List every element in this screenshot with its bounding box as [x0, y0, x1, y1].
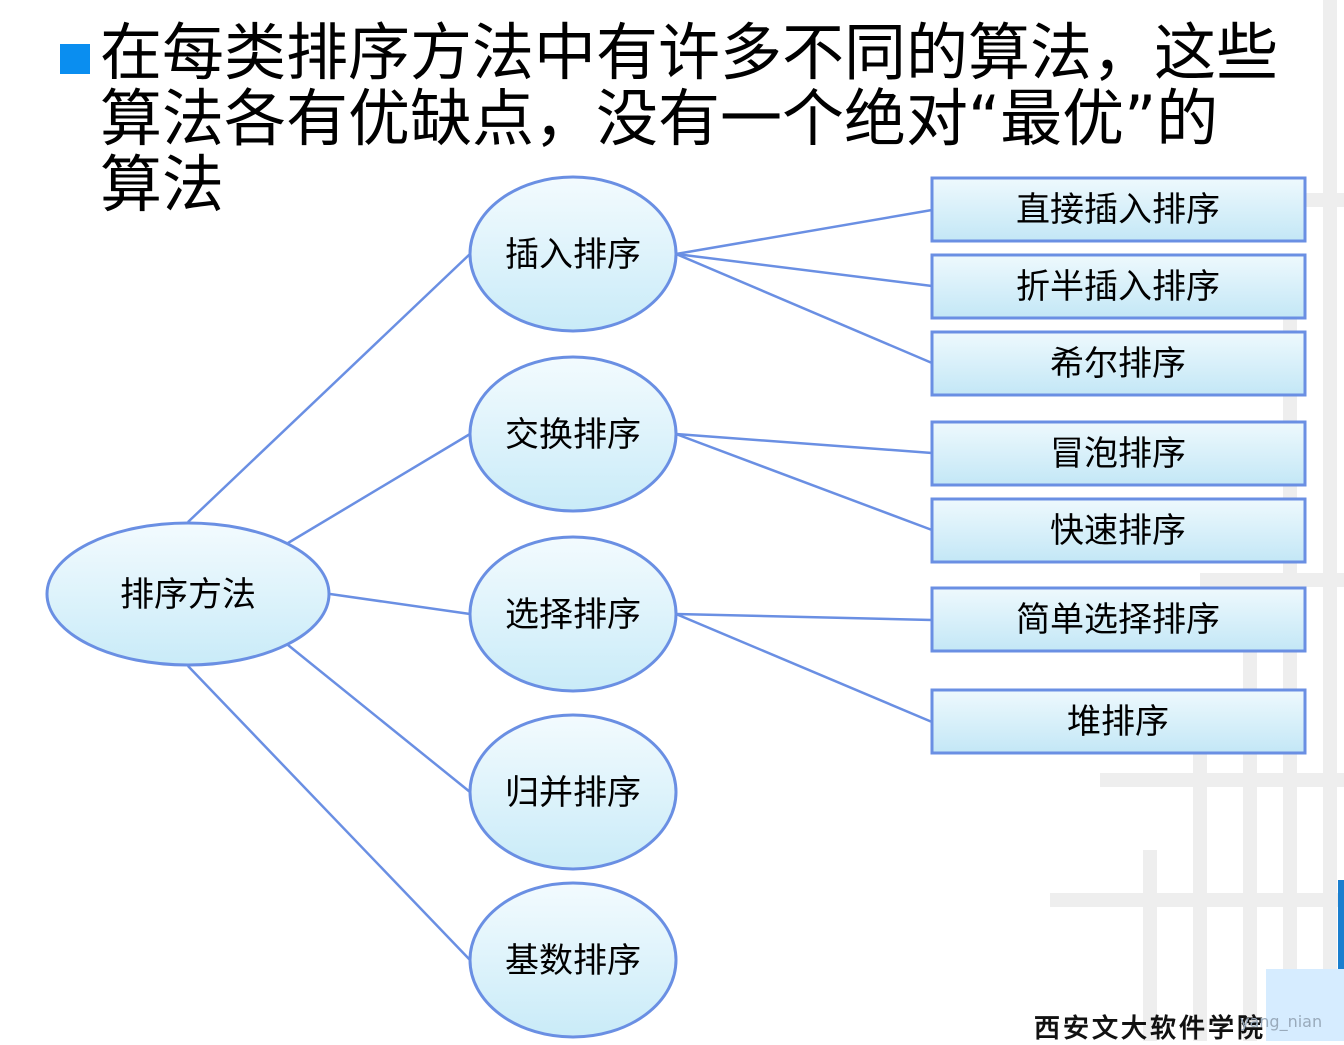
- edge-exchange-quick: [675, 432, 933, 532]
- category-label: 选择排序: [505, 595, 641, 635]
- leaf-box-binary-insertion: 折半插入排序: [930, 253, 1307, 320]
- edge-selection-simple: [675, 612, 933, 622]
- heading-line-2: 算法各有优缺点，没有一个绝对“最优”的: [100, 82, 1219, 155]
- institution-logo-text: 西安文大软件学院: [1034, 1014, 1267, 1044]
- category-node-radix: 基数排序: [468, 881, 678, 1039]
- category-node-merge: 归并排序: [468, 713, 678, 871]
- leaf-box-heap: 堆排序: [930, 688, 1307, 755]
- edge-insertion-shell: [675, 252, 933, 365]
- edge-root-radix: [187, 665, 471, 961]
- heading-line-3: 算法: [100, 148, 225, 221]
- edge-insertion-binary: [675, 252, 933, 288]
- category-node-exchange: 交换排序: [468, 355, 678, 513]
- category-label: 插入排序: [505, 235, 641, 275]
- leaf-label: 希尔排序: [1050, 344, 1186, 384]
- leaf-box-quick: 快速排序: [930, 497, 1307, 564]
- category-label: 归并排序: [505, 773, 641, 813]
- category-node-selection: 选择排序: [468, 535, 678, 693]
- edge-root-merge: [287, 644, 471, 793]
- leaf-label: 冒泡排序: [1050, 434, 1186, 474]
- edge-selection-heap: [675, 612, 933, 724]
- corner-decoration: [1266, 969, 1344, 1041]
- root-node-label: 排序方法: [120, 575, 256, 615]
- square-bullet-icon: [60, 44, 90, 74]
- category-label: 基数排序: [505, 941, 641, 981]
- watermark-text: yang_nian: [1240, 1012, 1323, 1031]
- edge-insertion-straight: [675, 208, 933, 256]
- leaf-label: 直接插入排序: [1016, 190, 1220, 230]
- heading-line-1: 在每类排序方法中有许多不同的算法，这些: [100, 16, 1279, 89]
- leaf-box-straight-insertion: 直接插入排序: [930, 176, 1307, 243]
- leaf-box-shell: 希尔排序: [930, 330, 1307, 397]
- edge-root-insertion: [187, 253, 471, 523]
- edge-root-selection: [329, 592, 471, 616]
- leaf-label: 简单选择排序: [1016, 600, 1220, 640]
- leaf-label: 折半插入排序: [1016, 267, 1220, 307]
- leaf-box-bubble: 冒泡排序: [930, 420, 1307, 487]
- leaf-label: 堆排序: [1067, 702, 1169, 742]
- root-node: 排序方法: [45, 521, 331, 667]
- category-label: 交换排序: [505, 415, 641, 455]
- leaf-box-simple-selection: 简单选择排序: [930, 586, 1307, 653]
- corner-accent-bar: [1338, 880, 1344, 970]
- leaf-label: 快速排序: [1050, 511, 1186, 551]
- edge-root-exchange: [287, 432, 471, 545]
- edge-exchange-bubble: [675, 432, 933, 455]
- category-node-insertion: 插入排序: [468, 175, 678, 333]
